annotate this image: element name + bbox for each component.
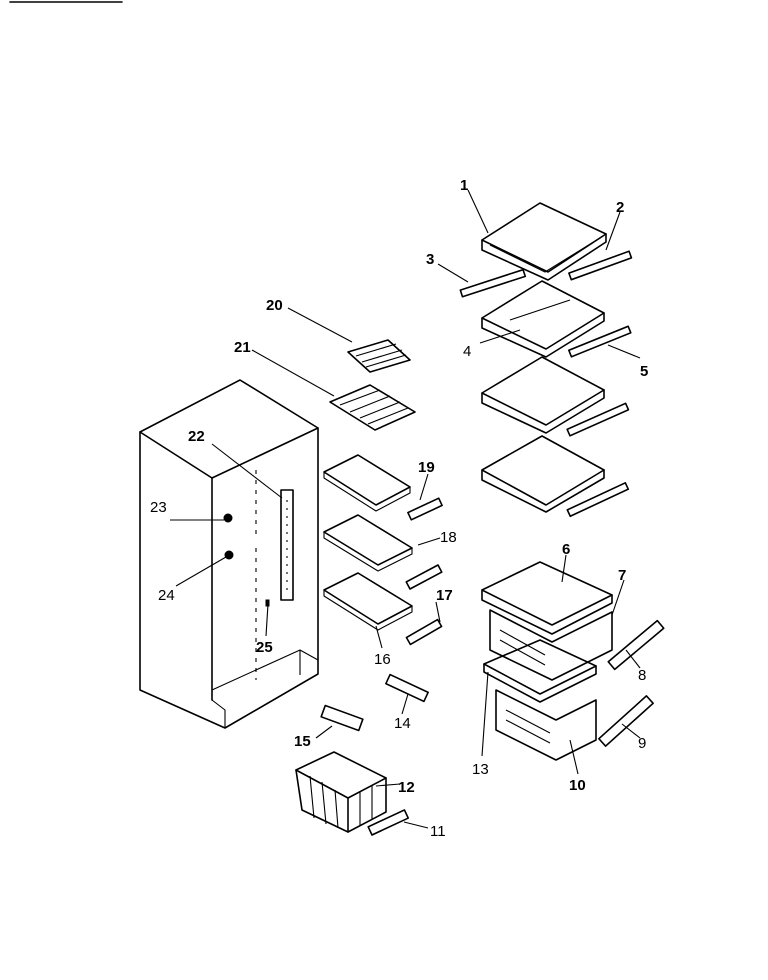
- crisper-drawer-lower: [495, 689, 597, 761]
- label-6: 6: [562, 541, 570, 558]
- label-21: 21: [234, 339, 251, 356]
- label-3: 3: [426, 251, 434, 268]
- glass-shelf-3: [481, 356, 605, 434]
- label-10: 10: [569, 777, 586, 794]
- label-18: 18: [440, 529, 457, 546]
- shelf-rail: [280, 489, 294, 601]
- label-24: 24: [158, 587, 175, 604]
- label-13: 13: [472, 761, 489, 778]
- shelf-support-rod-3: [459, 268, 527, 298]
- label-11: 11: [430, 823, 446, 840]
- crisper-drawer-upper: [489, 609, 613, 681]
- label-25: 25: [256, 639, 273, 656]
- small-shelf-2: [323, 514, 413, 572]
- label-23: 23: [150, 499, 167, 516]
- glass-shelf-4: [481, 435, 605, 513]
- cabinet: [139, 379, 319, 729]
- bracket-15: [320, 704, 364, 732]
- freezer-basket: [295, 751, 387, 833]
- wire-shelf-21: [329, 384, 416, 431]
- leader-lines: [170, 189, 641, 829]
- glass-shelf-2: [481, 280, 605, 358]
- mounting-stud-lower: [224, 550, 234, 560]
- basket-rod-11: [367, 809, 410, 836]
- small-shelf-1: [323, 454, 411, 512]
- small-shelf-3: [323, 572, 413, 631]
- label-8: 8: [638, 667, 646, 684]
- label-16: 16: [374, 651, 391, 668]
- label-14: 14: [394, 715, 411, 732]
- label-7: 7: [618, 567, 626, 584]
- label-5: 5: [640, 363, 648, 380]
- label-12: 12: [398, 779, 415, 796]
- drawer-rod-9: [598, 695, 654, 747]
- mounting-stud-upper: [223, 513, 233, 523]
- label-17: 17: [436, 587, 453, 604]
- drawer-rod-8: [607, 619, 665, 671]
- label-9: 9: [638, 735, 646, 752]
- part-labels: 1 2 3 4 5 6 7 8 9 10 11 12 13 14 15 16 1…: [150, 177, 648, 840]
- shelf-support-rods-right: [566, 250, 633, 518]
- label-4: 4: [463, 343, 471, 360]
- glass-shelf-1: [481, 202, 607, 281]
- crisper-cover-13: [483, 639, 597, 703]
- label-20: 20: [266, 297, 283, 314]
- label-15: 15: [294, 733, 311, 750]
- crisper-cover-6: [481, 561, 613, 635]
- label-22: 22: [188, 428, 205, 445]
- label-19: 19: [418, 459, 435, 476]
- small-shelf-rods: [405, 497, 443, 646]
- label-1: 1: [460, 177, 468, 194]
- wire-shelf-20: [347, 339, 411, 373]
- label-2: 2: [616, 199, 624, 216]
- bracket-14: [385, 673, 429, 703]
